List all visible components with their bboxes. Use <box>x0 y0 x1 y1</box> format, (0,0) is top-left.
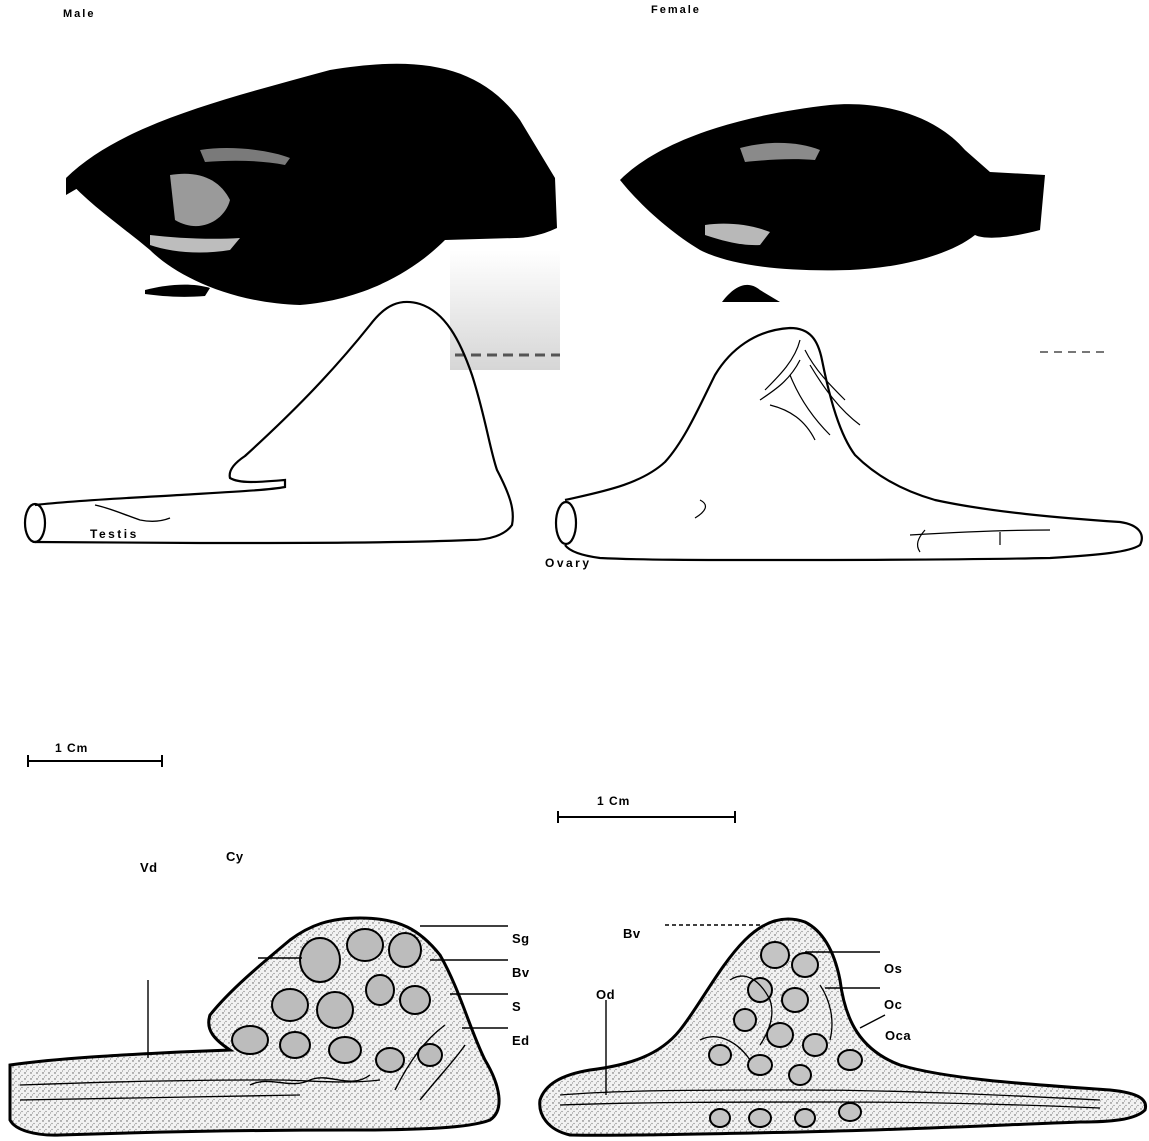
testis-scale-label: 1 Cm <box>55 741 88 755</box>
ovary-outline-drawing <box>556 328 1142 560</box>
female-photo-title: Female <box>651 4 701 16</box>
female-fish-silhouette <box>620 104 1045 270</box>
male-photo <box>66 64 560 370</box>
ovary-section <box>540 919 1146 1135</box>
testis-outline-drawing <box>25 302 513 543</box>
testis-label-sg: Sg <box>512 931 530 946</box>
ovary-label-oc: Oc <box>884 997 902 1012</box>
ovary-label-od: Od <box>596 987 615 1002</box>
testis-drawing-title: Testis <box>90 527 139 541</box>
testis-section <box>10 918 508 1135</box>
ovary-drawing-title: Ovary <box>545 556 592 570</box>
ovary-blood-vessels <box>695 340 1050 552</box>
ovary-label-oca: Oca <box>885 1028 911 1043</box>
ovary-scale-bar <box>558 811 735 823</box>
testis-label-vd: Vd <box>140 860 158 875</box>
male-fish-shadow <box>145 285 210 297</box>
testis-label-bv: Bv <box>512 965 530 980</box>
testis-scale-bar <box>28 755 162 767</box>
ovary-scale-label: 1 Cm <box>597 794 630 808</box>
testis-label-cy: Cy <box>226 849 244 864</box>
testis-duct-opening <box>25 504 45 542</box>
ovary-label-bv: Bv <box>623 926 641 941</box>
female-photo <box>620 104 1105 352</box>
male-photo-title: Male <box>63 8 95 20</box>
testis-label-s: S <box>512 999 521 1014</box>
ovary-label-os: Os <box>884 961 902 976</box>
female-fish-shadow <box>722 285 780 302</box>
ovary-duct-opening <box>556 502 576 544</box>
male-photo-background <box>450 250 560 370</box>
testis-label-ed: Ed <box>512 1033 530 1048</box>
